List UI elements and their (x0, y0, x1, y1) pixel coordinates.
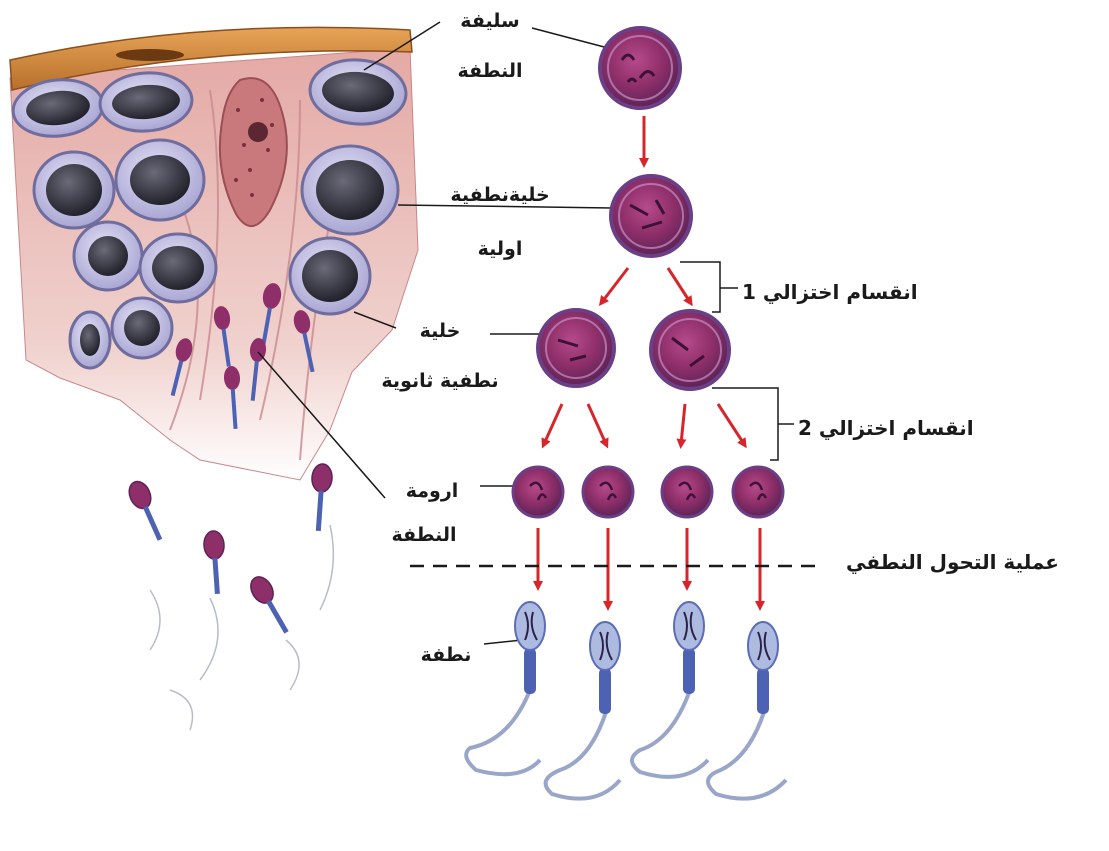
sperm-4 (708, 622, 786, 799)
label-spermiogenesis: عملية التحول النطفي (846, 552, 1059, 572)
spermatogonium-cell (600, 28, 680, 108)
spermatid-2 (583, 467, 633, 517)
basement-membrane-nucleus (116, 49, 184, 61)
label-secondary-spermatocyte-line2: نطفية ثانوية (381, 372, 498, 391)
sperm-3 (632, 602, 708, 777)
spermatid-3 (662, 467, 712, 517)
arrow-secondary-right-to-spermatid-4 (718, 404, 744, 444)
label-meiosis-2: انقسام اختزالي 2 (798, 418, 974, 438)
arrow-primary-to-secondary-left (602, 268, 628, 302)
label-spermatid-line1: ارومة (406, 482, 459, 501)
arrow-secondary-left-to-spermatid-1 (544, 404, 562, 444)
secondary-spermatocyte-right (651, 311, 729, 389)
sperm-2 (546, 622, 620, 799)
arrow-secondary-right-to-spermatid-3 (681, 404, 685, 444)
arrow-secondary-left-to-spermatid-2 (588, 404, 606, 444)
label-sperm: نطفة (421, 646, 472, 665)
spermatid-4 (733, 467, 783, 517)
seminiferous-tubule-illustration (10, 27, 418, 730)
meiosis-2-bracket (712, 388, 794, 460)
label-primary-spermatocyte-line2: اولية (478, 240, 523, 259)
sperm-1 (466, 602, 545, 774)
secondary-spermatocyte-left (538, 310, 614, 386)
arrow-primary-to-secondary-right (668, 268, 690, 302)
meiosis-1-bracket (680, 262, 738, 312)
label-secondary-spermatocyte-line1: خلية (420, 322, 461, 341)
label-spermatogonium-line1: سليفة (460, 12, 519, 31)
sertoli-nucleus (248, 122, 268, 142)
label-spermatogonium-line2: النطفة (457, 62, 522, 81)
spermatid-1 (513, 467, 563, 517)
sperm-cells (466, 602, 786, 799)
released-sperm (125, 463, 333, 730)
label-primary-spermatocyte-line1: خليةنطفية (450, 186, 549, 205)
label-spermatid-line2: النطفة (391, 526, 456, 545)
primary-spermatocyte-cell (611, 176, 691, 256)
label-meiosis-1: انقسام اختزالي 1 (742, 282, 918, 302)
